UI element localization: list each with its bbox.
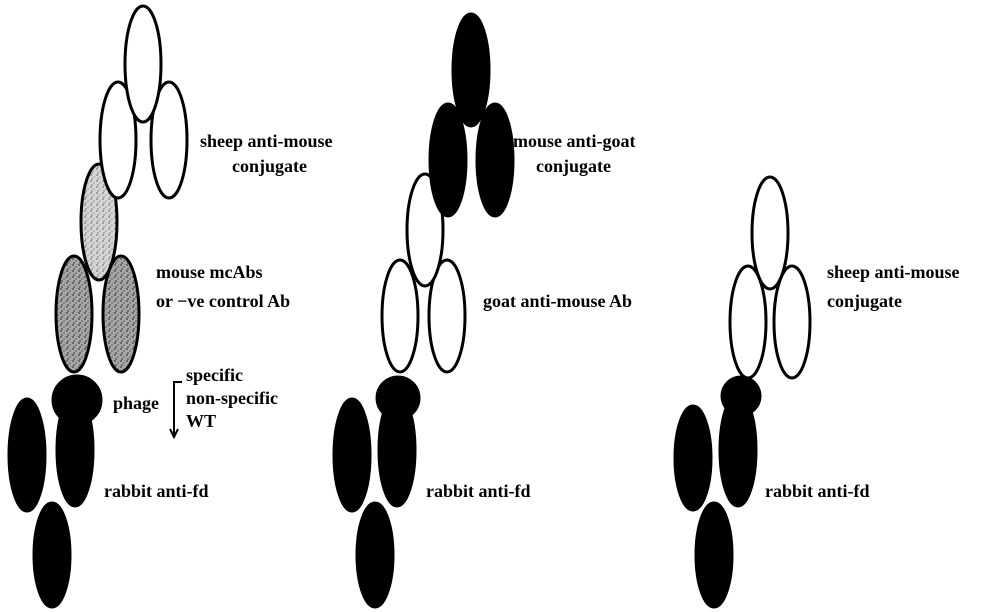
middle-mouse-anti-goat-conjugate: [428, 12, 515, 218]
left-rabbit-anti-fd-antibody: [7, 392, 95, 609]
middle-conjugate-label-line2: conjugate: [536, 156, 611, 176]
left-base-label: rabbit anti-fd: [104, 481, 209, 501]
middle-panel: mouse anti-goat conjugate goat anti-mous…: [332, 12, 636, 609]
left-mouse-mcabs-antibody: [54, 162, 141, 374]
middle-secondary-label: goat anti-mouse Ab: [483, 291, 632, 311]
left-conjugate-label-line1: sheep anti-mouse: [200, 131, 333, 151]
middle-rabbit-anti-fd-antibody: [332, 392, 417, 609]
right-base-label: rabbit anti-fd: [765, 481, 870, 501]
right-conjugate-label-line2: conjugate: [827, 291, 902, 311]
left-sheep-anti-mouse-conjugate: [98, 4, 189, 200]
phage-option-specific: specific: [186, 365, 243, 385]
left-mcabs-label-line2: or −ve control Ab: [156, 291, 290, 311]
left-mcabs-label-line1: mouse mcAbs: [156, 262, 263, 282]
phage-option-wt: WT: [186, 411, 216, 431]
phage-label: phage: [113, 393, 159, 413]
right-sheep-anti-mouse-conjugate: [728, 175, 812, 380]
left-phage: [51, 374, 103, 426]
middle-phage: [375, 375, 421, 421]
left-panel: sheep anti-mouse conjugate mouse mcAbs o…: [7, 4, 333, 609]
phage-bracket: [169, 381, 182, 440]
left-conjugate-label-line2: conjugate: [232, 156, 307, 176]
right-conjugate-label-line1: sheep anti-mouse: [827, 262, 960, 282]
right-rabbit-anti-fd-antibody: [673, 392, 758, 609]
phage-option-non-specific: non-specific: [186, 388, 278, 408]
middle-goat-anti-mouse-antibody: [380, 172, 467, 374]
right-phage: [720, 375, 762, 417]
middle-conjugate-label-line1: mouse anti-goat: [513, 131, 636, 151]
middle-base-label: rabbit anti-fd: [426, 481, 531, 501]
right-panel: sheep anti-mouse conjugate rabbit anti-f…: [673, 175, 960, 609]
